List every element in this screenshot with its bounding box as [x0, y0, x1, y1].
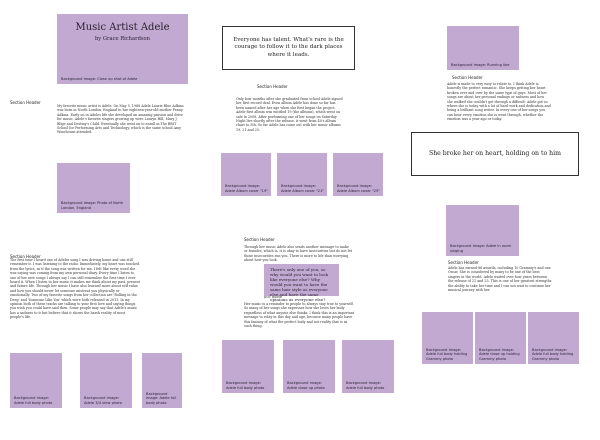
body-text: Adele is made to very easy to relate to.…: [447, 82, 551, 122]
image-caption: Background image: Adele full body photo: [346, 381, 385, 390]
section-header: Section Header: [244, 237, 275, 242]
image-placeholder-album-19: Background image: Adele Album cover "19": [221, 153, 271, 196]
image-placeholder-full-body-4: Background image: Adele full body photo: [222, 340, 274, 393]
body-text: Only four months after she graduated fro…: [236, 97, 343, 132]
image-caption: Background image: Adele full body photo: [226, 381, 265, 390]
section-header: Section Header: [10, 100, 41, 105]
image-placeholder-album-21: Background image: Adele Album cover "21": [277, 153, 327, 196]
pull-quote: There's only one of you, so why would yo…: [264, 264, 339, 302]
image-caption: Background image: Adele full body holdin…: [426, 348, 468, 361]
body-text: The first time I heard one of Adeles son…: [10, 258, 140, 320]
body-text: My favorite music artist is Adele. On Ma…: [57, 104, 184, 135]
image-caption: Background image: Adele close up photo: [287, 381, 325, 390]
body-text: Her music is a reminder to people to alw…: [244, 302, 355, 329]
image-caption: Background image: Adele Album cover "19": [225, 184, 268, 193]
quote-box-talent: Everyone has talent. What's rare is the …: [222, 26, 355, 70]
article-author: by Grace Richardson: [94, 36, 151, 42]
image-caption: Background image: Adele full body photo: [146, 392, 177, 405]
body-text: Adele has earned 86 awards, including 10…: [448, 266, 552, 293]
image-placeholder-grammy-2: Background image: Adele close up holding…: [475, 312, 526, 364]
image-placeholder-close-up: Background image: Adele close up photo: [283, 340, 335, 393]
image-caption: Background image: Running line: [451, 62, 510, 67]
image-caption: Background image: Adele close up holding…: [479, 348, 520, 361]
quote-text: She broke her on heart, holding on to hi…: [428, 150, 562, 157]
image-caption: Background image: Adele 3/4 view photo: [84, 396, 122, 405]
image-caption: Background image: Adele full body holdin…: [532, 348, 574, 361]
image-placeholder-full-body-2: Background image: Adele 3/4 view photo: [80, 353, 132, 408]
quote-text: Everyone has talent. What's rare is the …: [233, 36, 344, 58]
image-placeholder-album-25: Background image: Adele Album cover "25": [333, 153, 383, 196]
title-block: Music Artist Adele by Grace Richardson B…: [57, 14, 188, 84]
article-title: Music Artist Adele: [75, 22, 170, 33]
image-placeholder-running-line: Background image: Running line: [447, 26, 519, 70]
image-placeholder-north-london: Background image: Photo of North London,…: [57, 163, 130, 213]
image-caption: Background image: Close up shot of Adele: [61, 76, 138, 81]
section-header: Section Header: [452, 75, 483, 80]
image-caption: Background image: Adele Album cover "21": [281, 184, 324, 193]
image-placeholder-grammy-3: Background image: Adele full body holdin…: [528, 312, 579, 364]
body-text: Through her music Adele also sends anoth…: [244, 245, 352, 263]
image-caption: Background image: Adele Album cover "25": [337, 184, 380, 193]
image-caption: Background image: Adele in room singing: [450, 244, 512, 253]
image-placeholder-full-body-1: Background image: Adele full body photo: [10, 353, 62, 408]
pull-quote-label: pull quote: [264, 295, 283, 299]
image-caption: Background image: Photo of North London,…: [61, 201, 124, 210]
section-header: Section Header: [257, 84, 288, 89]
image-placeholder-in-room: Background image: Adele in room singing: [446, 205, 519, 256]
pull-quote-text: There's only one of you, so why would yo…: [270, 267, 328, 302]
image-placeholder-full-body-3: Background image: Adele full body photo: [142, 353, 182, 408]
section-header: Section Header: [448, 260, 479, 265]
image-placeholder-grammy-1: Background image: Adele full body holdin…: [422, 312, 473, 364]
image-placeholder-full-body-5: Background image: Adele full body photo: [342, 340, 394, 393]
section-header: Section Header: [10, 254, 41, 259]
image-caption: Background image: Adele full body photo: [14, 396, 53, 405]
quote-box-heart: She broke her on heart, holding on to hi…: [411, 132, 579, 176]
